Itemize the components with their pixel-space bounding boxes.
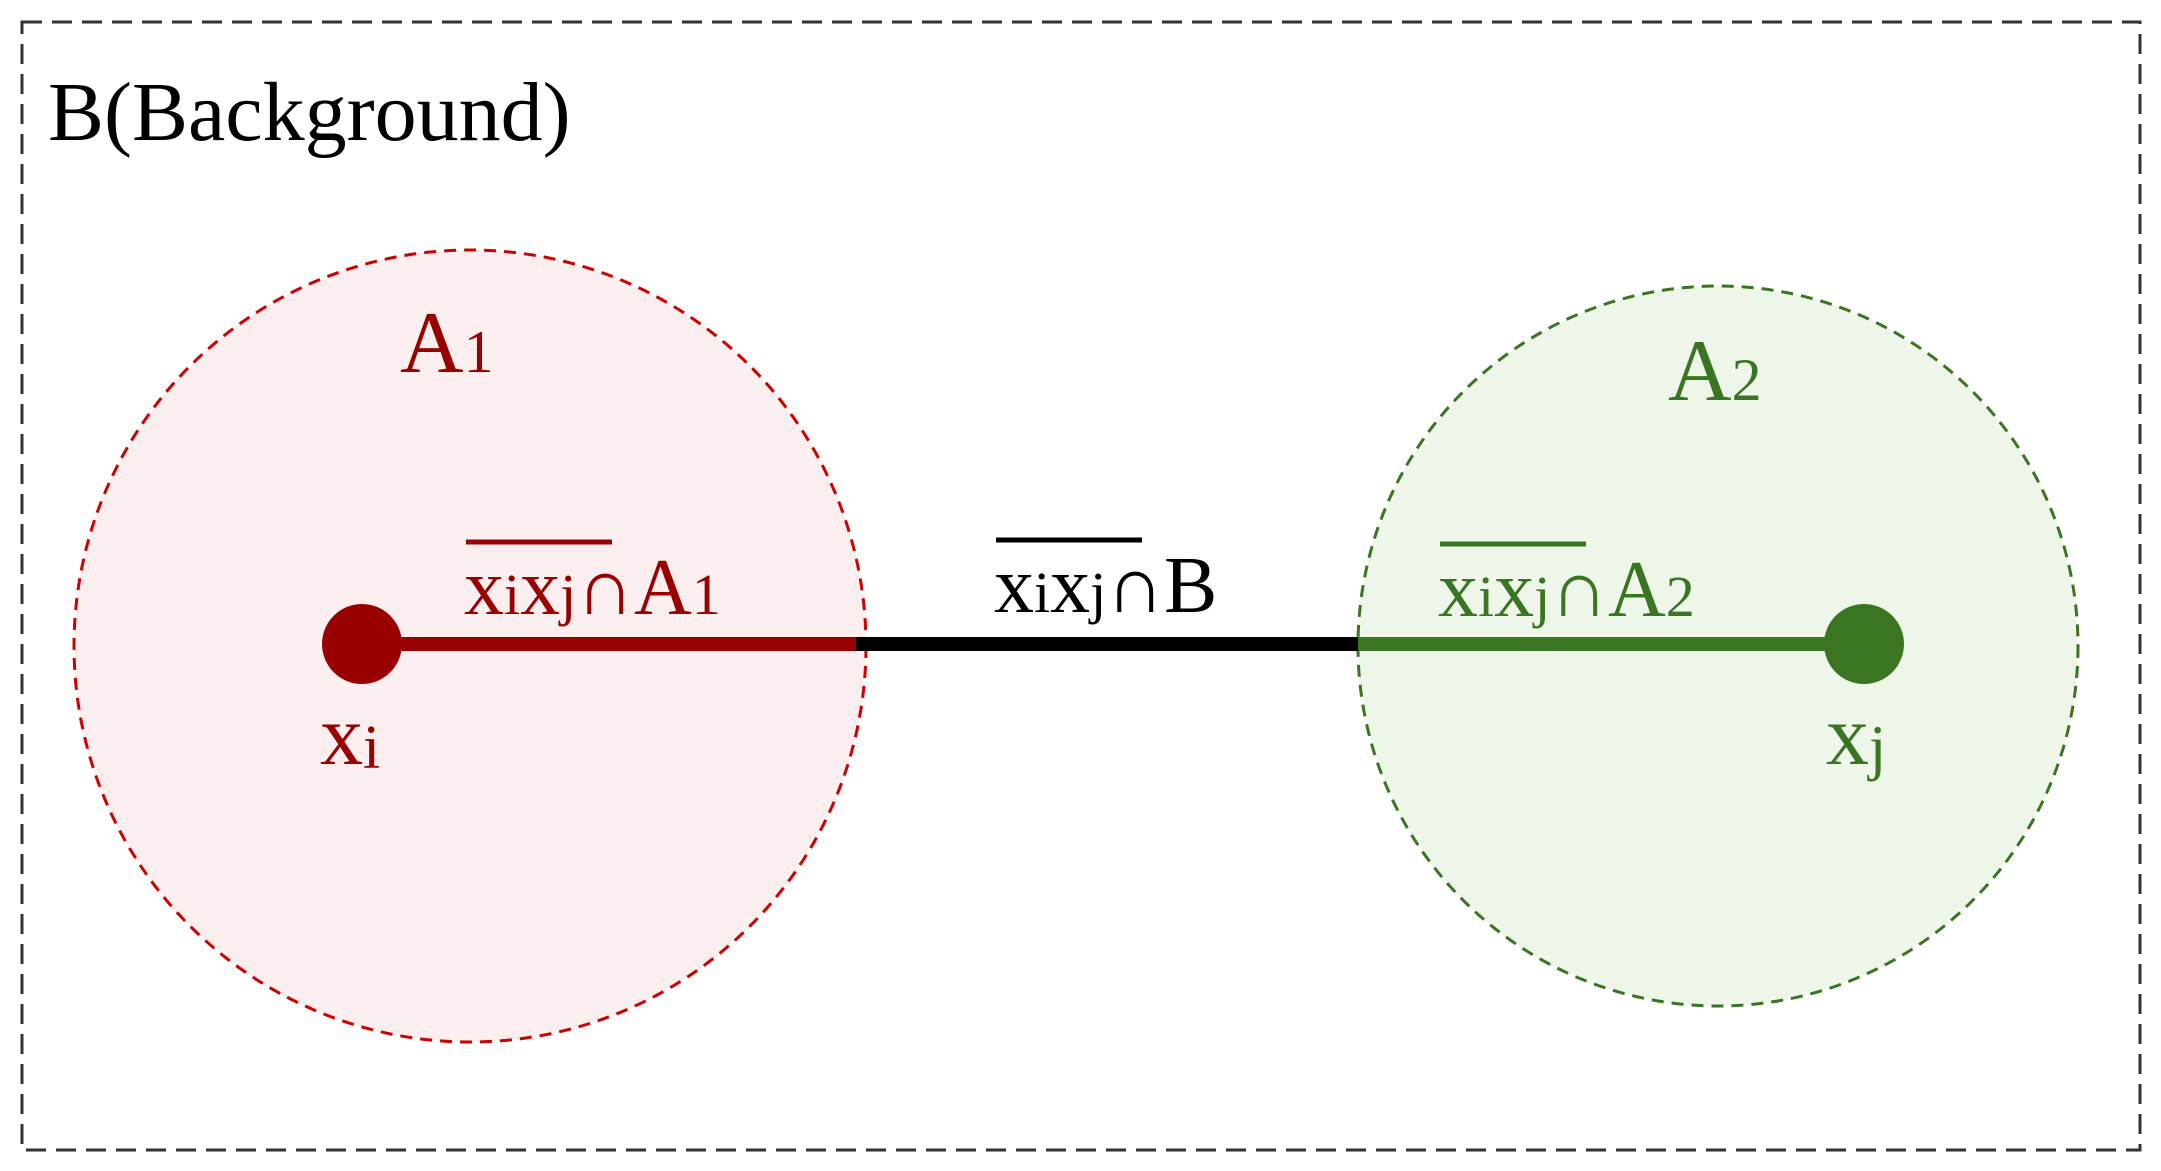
segment-b-label: xixj∩B xyxy=(994,542,1217,630)
region-a2-label: A2 xyxy=(1668,323,1762,420)
point-xj-label: xj xyxy=(1826,687,1886,783)
point-xi-label: xi xyxy=(320,687,380,783)
region-a1-label: A1 xyxy=(400,295,494,392)
segment-a2-label: xixj∩A2 xyxy=(1438,546,1695,634)
segment-a1-label: xixj∩A1 xyxy=(464,544,721,632)
background-frame xyxy=(20,20,2142,1152)
background-label: B(Background) xyxy=(48,66,571,159)
point-xj xyxy=(1824,604,1904,684)
point-xi xyxy=(322,604,402,684)
